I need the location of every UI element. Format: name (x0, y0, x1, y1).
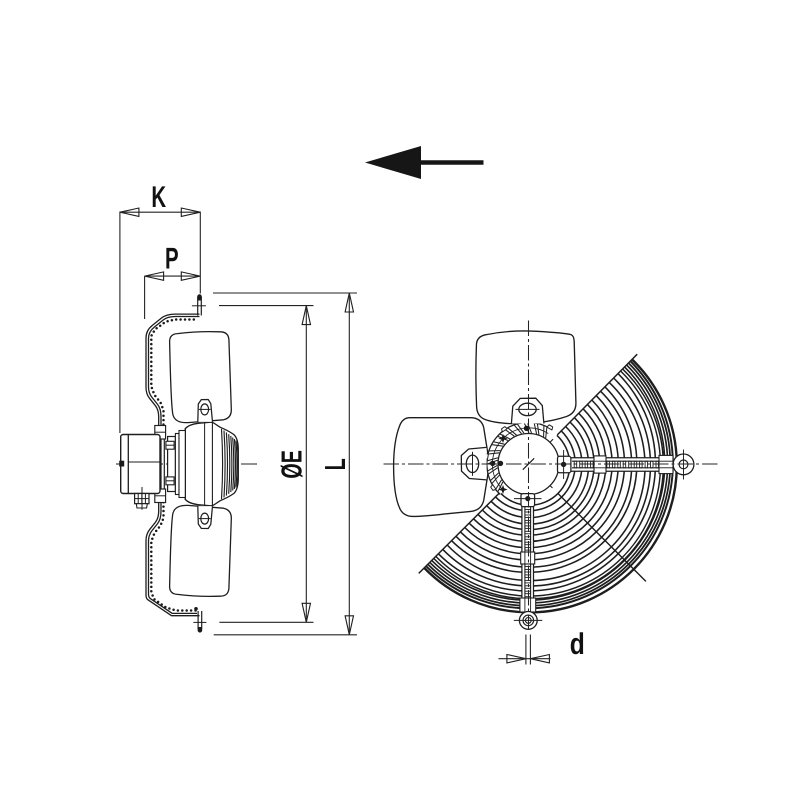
svg-text:L: L (320, 458, 352, 470)
svg-text:d: d (570, 628, 585, 661)
svg-text:P: P (165, 242, 179, 275)
svg-text:ØE: ØE (276, 450, 308, 478)
svg-text:K: K (151, 181, 166, 214)
